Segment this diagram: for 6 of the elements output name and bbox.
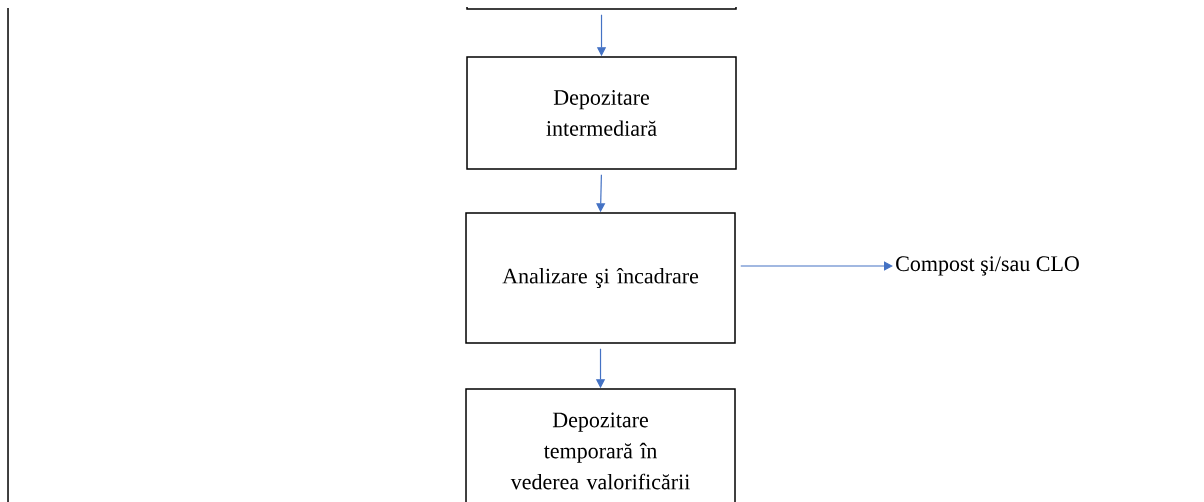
node-text: Compost şi/sau CLO [896, 256, 1079, 276]
process-box [466, 7, 737, 10]
process-box: Depozitare temporară în vederea valorificării [465, 388, 736, 502]
arrow [740, 261, 893, 271]
process-box: Depozitare intermediară [466, 56, 737, 170]
process-box: Analizare şi încadrare [465, 212, 736, 344]
